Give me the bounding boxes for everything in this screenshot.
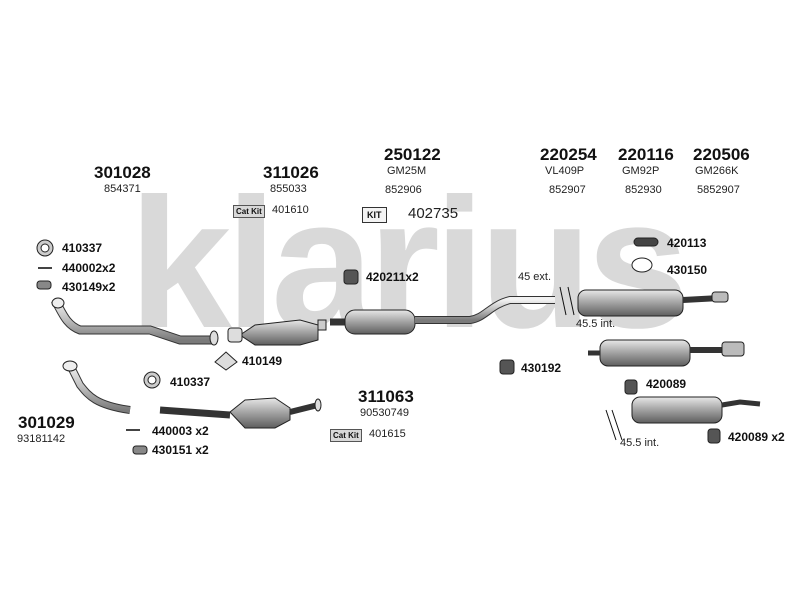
rear-silencer-220506 — [605, 396, 761, 441]
ref-gm92p: GM92P — [622, 165, 660, 177]
front-pipe-301029 — [62, 360, 131, 414]
ref-852906: 852906 — [385, 184, 422, 196]
note-45-5-int: 45.5 int. — [576, 318, 616, 330]
kit-badge: KIT — [362, 207, 387, 223]
fitting-440002: 440002x2 — [62, 261, 116, 275]
fitting-410337-b: 410337 — [170, 375, 211, 389]
rubber-mount-icon-3 — [624, 379, 638, 395]
rear-silencer-220116 — [588, 339, 745, 367]
ref-vl409p: VL409P — [545, 165, 585, 177]
front-pipe-301028 — [51, 297, 219, 346]
rear-silencer-220254 — [559, 286, 729, 317]
rubber-mount-icon-4 — [707, 428, 721, 444]
hanger-strap-icon — [633, 237, 659, 247]
ref-gm266k: GM266K — [695, 165, 739, 177]
note-45-5-int-2: 45.5 int. — [620, 437, 660, 449]
cat-kit-badge: Cat Kit — [233, 205, 265, 218]
fitting-430149: 430149x2 — [62, 280, 116, 294]
ref-number-855033: 855033 — [270, 183, 307, 195]
note-45-ext: 45 ext. — [518, 271, 552, 283]
part-number-220116: 220116 — [618, 145, 674, 164]
clamp-icon — [36, 280, 52, 290]
rubber-mount-icon-2 — [499, 359, 515, 375]
ref-852907: 852907 — [549, 184, 586, 196]
part-number-220254: 220254 — [540, 145, 597, 164]
ref-852930: 852930 — [625, 184, 662, 196]
fitting-430150: 430150 — [667, 263, 708, 277]
fitting-440003: 440003 x2 — [152, 424, 209, 438]
fitting-410337: 410337 — [62, 241, 103, 255]
catalytic-converter-311063 — [159, 397, 322, 429]
fitting-420211: 420211x2 — [366, 270, 419, 284]
part-number-301029: 301029 — [18, 413, 75, 432]
ref-gm25m: GM25M — [387, 165, 427, 177]
ref-5852907: 5852907 — [697, 184, 740, 196]
fitting-430151: 430151 x2 — [152, 443, 209, 457]
cat-kit-badge-2: Cat Kit — [330, 429, 362, 442]
gasket-triangle-icon — [214, 351, 238, 371]
part-number-311026: 311026 — [263, 163, 319, 182]
clamp-ring-icon — [631, 257, 653, 273]
ref-93181142: 93181142 — [17, 433, 66, 445]
fitting-420089-x2: 420089 x2 — [728, 430, 785, 444]
kit-ref-402735: 402735 — [408, 205, 459, 222]
part-number-311063: 311063 — [358, 387, 414, 406]
fitting-430192: 430192 — [521, 361, 562, 375]
fitting-420113: 420113 — [667, 236, 707, 250]
fitting-420089: 420089 — [646, 377, 687, 391]
clamp-icon-2 — [132, 445, 148, 455]
ref-number-854371: 854371 — [104, 183, 141, 195]
part-number-301028: 301028 — [94, 163, 151, 182]
gasket-ring-icon-2 — [143, 371, 161, 389]
part-number-250122: 250122 — [384, 145, 441, 164]
part-number-220506: 220506 — [693, 145, 750, 164]
ref-90530749: 90530749 — [360, 407, 409, 419]
catalytic-converter-311026 — [227, 319, 327, 346]
front-silencer-250122 — [330, 296, 555, 335]
cat-kit-ref-401610: 401610 — [272, 204, 309, 216]
cat-kit-ref-401615: 401615 — [369, 428, 406, 440]
fitting-410149: 410149 — [242, 354, 283, 368]
rubber-mount-icon — [343, 269, 359, 285]
gasket-ring-icon — [36, 239, 54, 257]
